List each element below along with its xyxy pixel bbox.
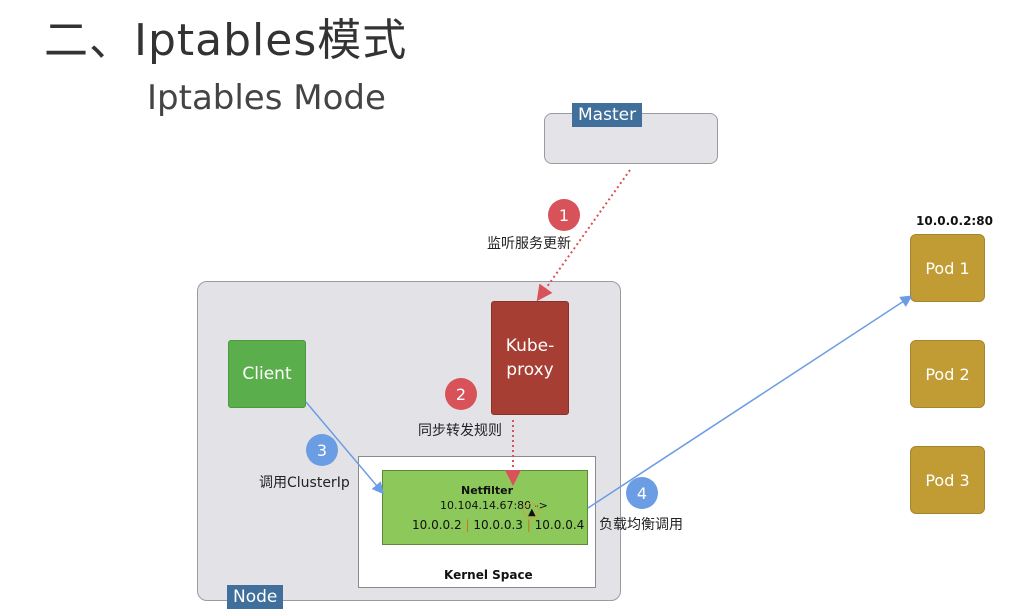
pod-1: Pod 1 — [910, 234, 985, 302]
kube-proxy-box: Kube- proxy — [491, 301, 569, 415]
page-title: 二、Iptables模式 — [44, 15, 408, 66]
arrow-master-to-kube-proxy — [536, 169, 631, 302]
netfilter-ip-list: 10.0.0.2 | 10.0.0.3 | 10.0.0.4 — [412, 518, 584, 532]
netfilter-title: Netfilter — [461, 484, 513, 497]
step-3-label: 调用ClusterIp — [259, 475, 350, 491]
pod-3: Pod 3 — [910, 446, 985, 514]
netfilter-vip: 10.104.14.67:80 -> — [440, 499, 548, 512]
netfilter-separator: | — [526, 518, 531, 532]
step-1-badge: 1 — [548, 199, 580, 231]
kube-proxy-label-line2: proxy — [506, 360, 554, 380]
pod-2: Pod 2 — [910, 340, 985, 408]
step-4-badge: 4 — [626, 477, 658, 509]
pod-1-label: Pod 1 — [925, 258, 970, 278]
step-2-label: 同步转发规则 — [418, 423, 502, 439]
step-4-label: 负载均衡调用 — [599, 517, 683, 533]
cursor-ring-icon — [523, 503, 539, 519]
kube-proxy-label-line1: Kube- — [505, 336, 555, 356]
pod-3-label: Pod 3 — [925, 470, 970, 490]
step-2-badge: 2 — [445, 378, 477, 410]
step-3-badge: 3 — [306, 434, 338, 466]
netfilter-ip-3: 10.0.0.4 — [534, 518, 585, 532]
master-label: Master — [572, 103, 643, 127]
netfilter-box — [382, 470, 588, 545]
kernel-space-label: Kernel Space — [444, 568, 533, 582]
pod-2-label: Pod 2 — [925, 364, 970, 384]
pod1-address: 10.0.0.2:80 — [916, 214, 993, 228]
netfilter-separator: | — [465, 518, 470, 532]
netfilter-ip-2: 10.0.0.3 — [473, 518, 523, 532]
page-subtitle: Iptables Mode — [147, 78, 386, 118]
arrow-client-to-netfilter — [305, 401, 384, 495]
client-box: Client — [228, 340, 306, 408]
mouse-cursor-icon: ▲ — [528, 507, 536, 518]
step-1-label: 监听服务更新 — [487, 236, 571, 252]
netfilter-ip-1: 10.0.0.2 — [412, 518, 462, 532]
client-label: Client — [242, 364, 292, 384]
arrow-netfilter-to-pod1 — [587, 295, 913, 509]
node-label: Node — [227, 585, 284, 609]
